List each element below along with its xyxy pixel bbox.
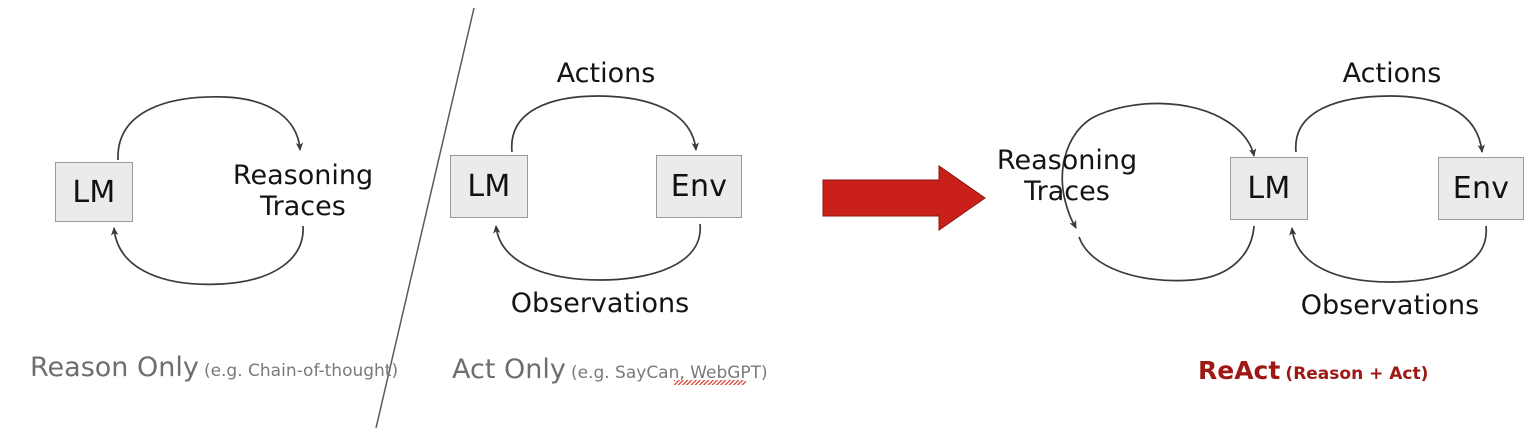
node-lm-reason-only[interactable]: LM — [55, 162, 133, 222]
caption-act-only: Act Only (e.g. SayCan, WebGPT) — [452, 354, 768, 385]
caption-sub-text: (e.g. Chain-of-thought) — [203, 361, 399, 381]
caption-main-text: Reason Only — [30, 352, 199, 383]
node-env-react[interactable]: Env — [1438, 157, 1524, 220]
label-reasoning-traces-panel1: Reasoning Traces — [228, 160, 378, 222]
label-actions-panel2: Actions — [556, 58, 656, 89]
node-env-act-only[interactable]: Env — [656, 155, 742, 218]
caption-react: ReAct (Reason + Act) — [1198, 356, 1428, 385]
caption-reason-only: Reason Only (e.g. Chain-of-thought) — [30, 352, 398, 383]
label-reasoning-traces-panel3: Reasoning Traces — [992, 145, 1142, 207]
label-actions-panel3: Actions — [1342, 58, 1442, 89]
label-line-2: Traces — [1024, 176, 1110, 207]
caption-main-text: ReAct — [1198, 356, 1281, 385]
node-lm-react[interactable]: LM — [1230, 157, 1308, 220]
caption-sub-text: (Reason + Act) — [1285, 364, 1429, 384]
label-line-1: Reasoning — [232, 160, 374, 191]
label-line-2: Traces — [260, 191, 346, 222]
label-observations-panel3: Observations — [1300, 290, 1480, 321]
caption-main-text: Act Only — [452, 354, 566, 385]
label-observations-panel2: Observations — [510, 288, 690, 319]
label-line-1: Reasoning — [996, 145, 1138, 176]
node-lm-act-only[interactable]: LM — [450, 155, 528, 218]
caption-sub-text: (e.g. SayCan, WebGPT) — [570, 363, 768, 383]
red-transform-arrow — [822, 165, 986, 231]
spellcheck-underline-webgpt — [674, 380, 746, 385]
